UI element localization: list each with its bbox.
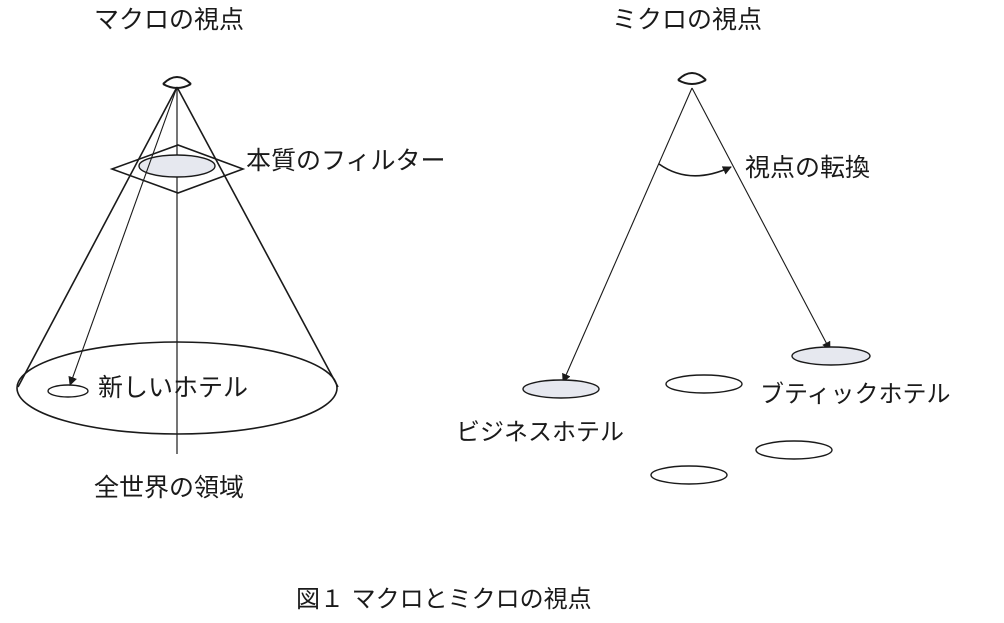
business-hotel-arrow	[562, 87, 693, 383]
figure-caption: 図１ マクロとミクロの視点	[296, 585, 592, 613]
viewpoint-shift-label: 視点の転換	[745, 153, 871, 182]
hotel-ellipse-plain	[650, 465, 728, 485]
world-region-label: 全世界の領域	[94, 473, 245, 502]
boutique-hotel-ellipse	[791, 346, 871, 366]
new-hotel-arrow	[68, 86, 178, 386]
micro-eye-icon	[677, 72, 707, 85]
hotel-ellipse-plain	[665, 374, 743, 394]
micro-title: ミクロの視点	[612, 5, 763, 34]
viewpoint-shift-arc	[658, 163, 732, 177]
new-hotel-ellipse	[47, 384, 89, 398]
macro-view	[16, 76, 339, 454]
macro-title: マクロの視点	[94, 5, 245, 34]
business-hotel-ellipse	[522, 379, 600, 399]
business-hotel-label: ビジネスホテル	[456, 418, 624, 446]
essence-filter-diamond	[109, 144, 246, 194]
boutique-hotel-arrow	[691, 87, 831, 351]
new-hotel-label: 新しいホテル	[98, 373, 249, 402]
world-region-ellipse	[16, 341, 338, 435]
macro-cone-left-edge	[17, 86, 178, 388]
hotel-ellipse-plain	[755, 440, 833, 460]
macro-cone-right-edge	[176, 86, 339, 388]
micro-view	[522, 72, 871, 485]
boutique-hotel-label: ブティックホテル	[760, 380, 951, 408]
macro-eye-icon	[162, 76, 192, 89]
essence-filter-ellipse	[138, 154, 216, 178]
essence-filter-label: 本質のフィルター	[246, 146, 446, 175]
